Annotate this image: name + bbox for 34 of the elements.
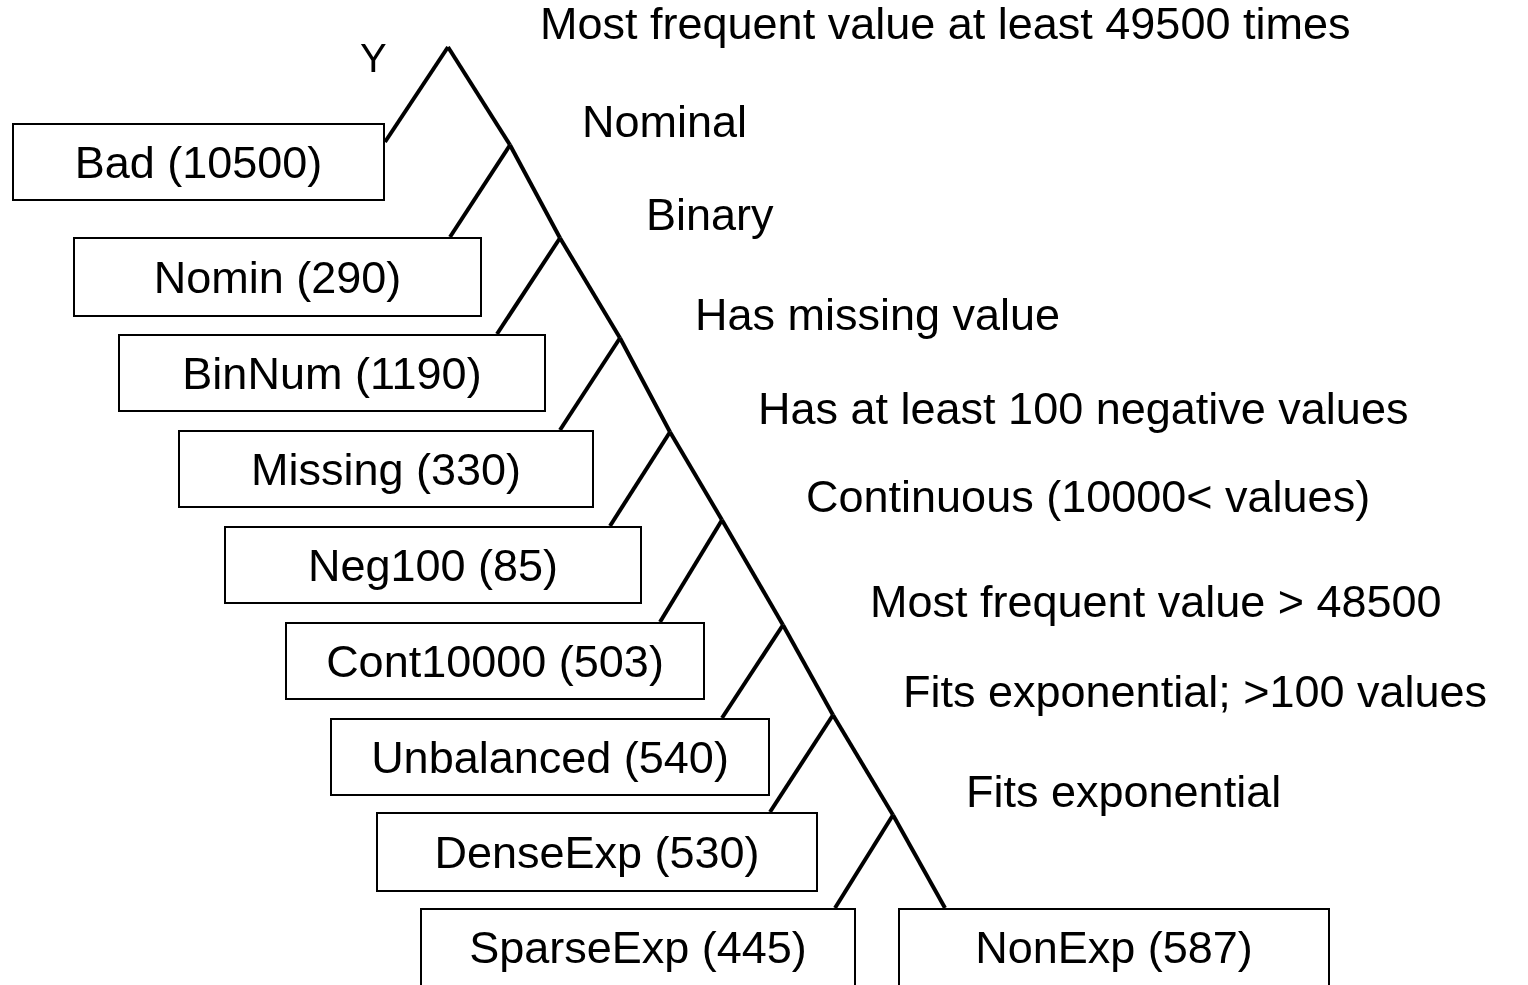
tree-branch-line	[668, 430, 724, 522]
leaf-box: BinNum (1190)	[118, 334, 546, 412]
tree-branch-line	[720, 623, 785, 720]
tree-branch-line	[446, 45, 512, 147]
leaf-box: Nomin (290)	[73, 237, 482, 317]
tree-branch-line	[508, 144, 562, 239]
leaf-box: DenseExp (530)	[376, 812, 818, 892]
condition-label: Fits exponential	[893, 769, 1282, 815]
tree-branch-line	[781, 624, 835, 716]
tree-branch-line	[720, 519, 785, 626]
condition-label: Nominal	[510, 99, 748, 145]
condition-label: Most frequent value > 48500	[783, 579, 1442, 625]
tree-branch-line	[558, 236, 622, 340]
tree-branch-line	[618, 337, 672, 433]
condition-label: Binary	[560, 192, 774, 238]
tree-branch-line	[658, 518, 724, 624]
condition-label: Continuous (10000< values)	[722, 474, 1371, 520]
leaf-box: Cont10000 (503)	[285, 622, 705, 700]
condition-label: Has missing value	[620, 292, 1061, 338]
tree-branch-line	[833, 813, 895, 910]
tree-branch-line	[448, 143, 512, 239]
condition-label: Fits exponential; >100 values	[833, 669, 1488, 715]
leaf-box: Missing (330)	[178, 430, 594, 508]
leaf-box: NonExp (587)	[898, 908, 1330, 985]
leaf-box: Unbalanced (540)	[330, 718, 770, 796]
leaf-box: Bad (10500)	[12, 123, 385, 201]
leaf-box: SparseExp (445)	[420, 908, 856, 985]
leaf-box: Neg100 (85)	[224, 526, 642, 604]
condition-label: Has at least 100 negative values	[670, 386, 1409, 432]
tree-branch-line	[891, 814, 947, 909]
condition-label: Most frequent value at least 49500 times	[448, 1, 1351, 47]
tree-branch-line	[831, 713, 895, 817]
tree-branch-line	[608, 430, 672, 528]
tree-branch-line	[768, 713, 835, 814]
